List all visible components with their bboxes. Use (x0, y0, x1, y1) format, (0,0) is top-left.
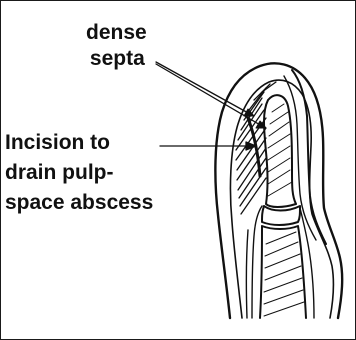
incision-label-line-1: Incision to (5, 128, 153, 158)
tendon-sheath-inner (246, 230, 248, 318)
dense-septa-label-line-1: dense (86, 20, 147, 46)
incision-label: Incision to drain pulp- space abscess (5, 128, 153, 218)
dense-septa-label-line-2: septa (88, 46, 147, 72)
septa-arrow-1 (156, 62, 250, 114)
finger-outer-contour (215, 63, 342, 318)
distal-phalanx (264, 95, 296, 207)
middle-phalanx-hatching (264, 232, 304, 316)
bone-hatching (268, 104, 292, 196)
dip-joint (262, 206, 300, 225)
nail-plate (292, 70, 326, 244)
dense-septa-label: dense septa (86, 20, 147, 71)
incision-label-line-3: space abscess (5, 188, 153, 218)
incision-label-line-2: drain pulp- (5, 158, 153, 188)
